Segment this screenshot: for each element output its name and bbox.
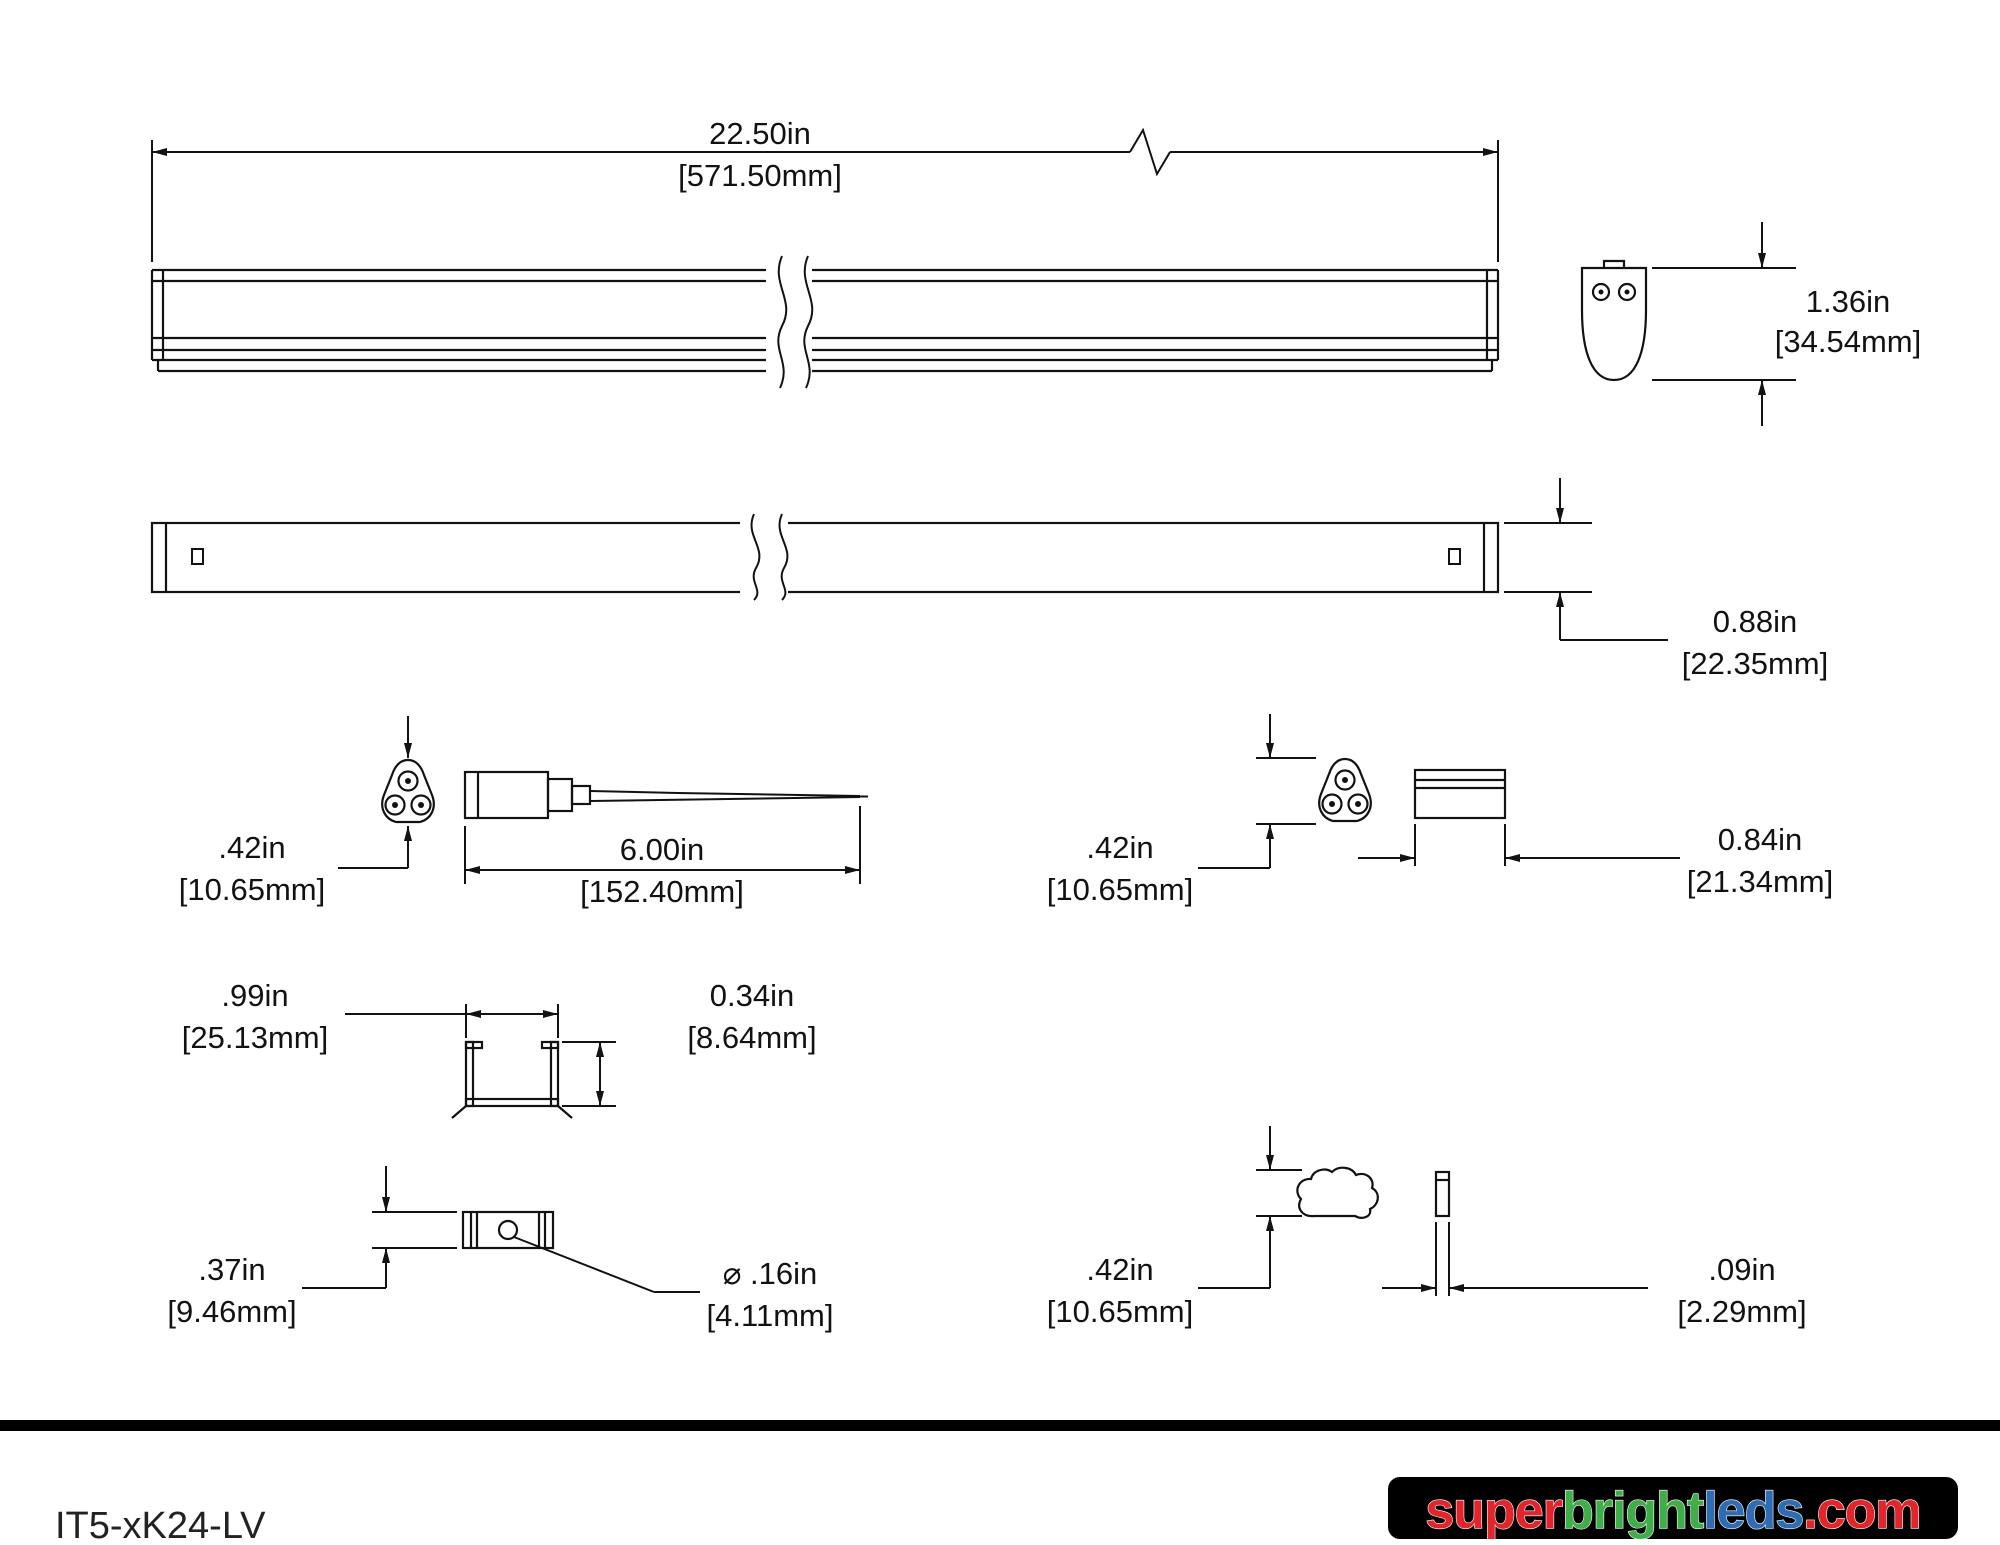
dim-body-height-in: 0.88in	[1713, 604, 1797, 639]
dim-hole-diameter	[513, 1236, 700, 1293]
dim-plug-height-mm: [10.65mm]	[179, 872, 325, 907]
dim-clip-height-in: .37in	[198, 1252, 265, 1287]
mounting-channel-section	[451, 1040, 573, 1119]
side-view-break-lines	[766, 255, 814, 389]
dim-end-cap-width-mm: [21.34mm]	[1687, 864, 1833, 899]
dim-overall-length-in: 22.50in	[709, 116, 811, 151]
dim-clip-height-mm: [9.46mm]	[167, 1294, 296, 1329]
dim-overall-length	[151, 127, 1499, 262]
dim-channel-depth	[562, 1041, 616, 1107]
fixture-bottom-view	[150, 521, 1500, 594]
dim-clip-width-mm: [10.65mm]	[1047, 1294, 1193, 1329]
power-cable-drawing	[463, 770, 868, 820]
dim-end-height	[1652, 222, 1796, 426]
dim-end-height-in: 1.36in	[1806, 284, 1890, 319]
dim-clip-width-in: .42in	[1086, 1252, 1153, 1287]
dim-end-cap-width-in: 0.84in	[1718, 822, 1802, 857]
fixture-end-view	[1580, 259, 1648, 382]
dim-end-cap-width	[1358, 824, 1680, 866]
dim-body-height-mm: [22.35mm]	[1682, 646, 1828, 681]
dim-clip-thickness-in: .09in	[1708, 1252, 1775, 1287]
dim-cable-length-mm: [152.40mm]	[580, 874, 744, 909]
clip-thickness-view	[1434, 1170, 1451, 1218]
mounting-clip-front-view	[1296, 1166, 1379, 1219]
dim-hole-diameter-mm: [4.11mm]	[707, 1298, 834, 1333]
logo-com: .com	[1803, 1482, 1920, 1540]
fixture-side-view	[150, 268, 1500, 373]
dim-channel-width-mm: [25.13mm]	[182, 1020, 328, 1055]
dim-connector-height-mm: [10.65mm]	[1047, 872, 1193, 907]
dim-end-height-mm: [34.54mm]	[1775, 324, 1921, 359]
part-number: IT5-xK24-LV	[55, 1505, 266, 1545]
dim-plug-height-in: .42in	[218, 830, 285, 865]
dim-clip-width	[1198, 1126, 1302, 1289]
dim-channel-depth-in: 0.34in	[710, 978, 794, 1013]
brand-logo: superbrightleds.com	[1388, 1477, 1958, 1541]
dim-cable-length	[464, 806, 861, 884]
dim-connector-height	[1198, 714, 1316, 869]
dim-connector-height-in: .42in	[1086, 830, 1153, 865]
dim-channel-width	[345, 1004, 559, 1038]
logo-wordmark: superbrightleds.com	[1425, 1482, 1920, 1540]
title-block-rule	[0, 1420, 2000, 1431]
dim-body-height	[1504, 478, 1668, 641]
end-cap-side-view	[1413, 768, 1507, 820]
plug-pin-front-view	[381, 758, 435, 824]
bottom-view-break-lines	[740, 513, 789, 601]
dim-channel-width-in: .99in	[221, 978, 288, 1013]
logo-background	[1388, 1477, 1958, 1539]
dim-plug-height	[338, 716, 412, 869]
dim-clip-thickness-mm: [2.29mm]	[1677, 1294, 1806, 1329]
dim-clip-height	[302, 1166, 457, 1289]
logo-bright: bright	[1562, 1482, 1704, 1540]
dim-channel-depth-mm: [8.64mm]	[687, 1020, 816, 1055]
connector-pin-front-view	[1318, 757, 1372, 823]
dim-cable-length-in: 6.00in	[620, 832, 704, 867]
dim-hole-diameter-in: ⌀ .16in	[723, 1256, 818, 1291]
logo-leds: leds	[1703, 1482, 1803, 1540]
mounting-clip-side-view	[461, 1210, 555, 1250]
logo-super: super	[1425, 1482, 1562, 1540]
dim-overall-length-mm: [571.50mm]	[678, 158, 842, 193]
dim-clip-thickness	[1382, 1222, 1648, 1296]
